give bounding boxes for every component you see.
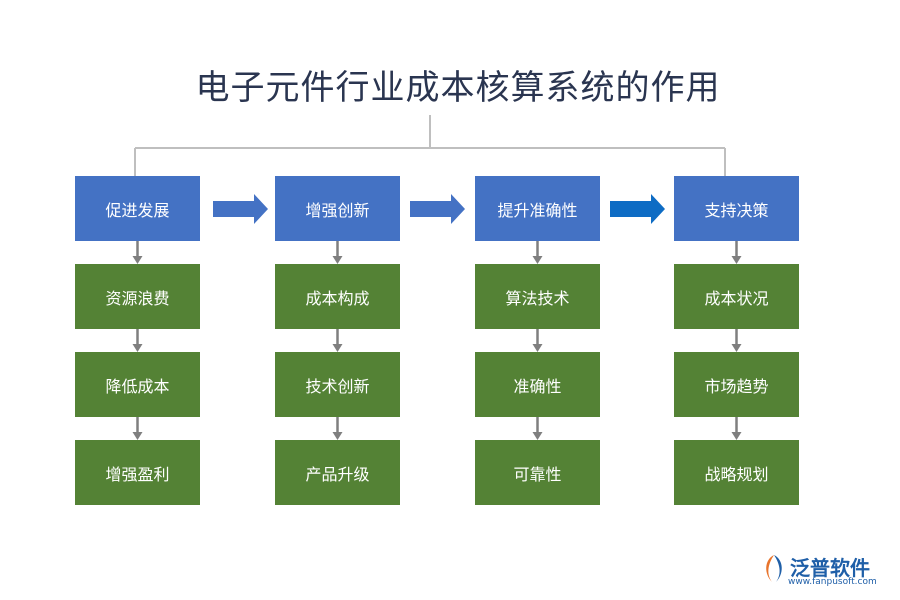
right-arrow-3 (610, 194, 665, 224)
column-2-item-3: 产品升级 (275, 440, 400, 505)
down-arrow-head-4-1 (731, 256, 742, 264)
right-arrow-2 (410, 194, 465, 224)
down-arrow-head-2-2 (332, 344, 343, 352)
down-arrow-head-1-2 (132, 344, 143, 352)
column-1-item-2: 降低成本 (75, 352, 200, 417)
fanpu-logo-icon (766, 555, 782, 582)
column-3-item-1: 算法技术 (475, 264, 600, 329)
column-3-head: 提升准确性 (475, 176, 600, 241)
logo-name: 泛普软件 (790, 556, 870, 580)
down-arrow-head-2-3 (332, 432, 343, 440)
column-2-item-2: 技术创新 (275, 352, 400, 417)
down-arrow-head-3-2 (532, 344, 543, 352)
column-4-item-2: 市场趋势 (674, 352, 799, 417)
column-3-item-2: 准确性 (475, 352, 600, 417)
down-arrow-head-1-3 (132, 432, 143, 440)
column-1-item-3: 增强盈利 (75, 440, 200, 505)
down-arrow-head-3-3 (532, 432, 543, 440)
right-arrow-1 (213, 194, 268, 224)
down-arrow-head-4-2 (731, 344, 742, 352)
logo-url: www.fanpusoft.com (788, 577, 877, 587)
column-4-item-1: 成本状况 (674, 264, 799, 329)
down-arrow-head-4-3 (731, 432, 742, 440)
down-arrow-head-3-1 (532, 256, 543, 264)
column-4-item-3: 战略规划 (674, 440, 799, 505)
column-1-head: 促进发展 (75, 176, 200, 241)
column-1-item-1: 资源浪费 (75, 264, 200, 329)
column-4-head: 支持决策 (674, 176, 799, 241)
down-arrow-head-2-1 (332, 256, 343, 264)
column-2-item-1: 成本构成 (275, 264, 400, 329)
column-3-item-3: 可靠性 (475, 440, 600, 505)
brand-logo: 泛普软件 www.fanpusoft.com (760, 552, 890, 590)
column-2-head: 增强创新 (275, 176, 400, 241)
down-arrow-head-1-1 (132, 256, 143, 264)
down-arrows (132, 241, 742, 440)
diagram-title: 电子元件行业成本核算系统的作用 (195, 68, 721, 108)
